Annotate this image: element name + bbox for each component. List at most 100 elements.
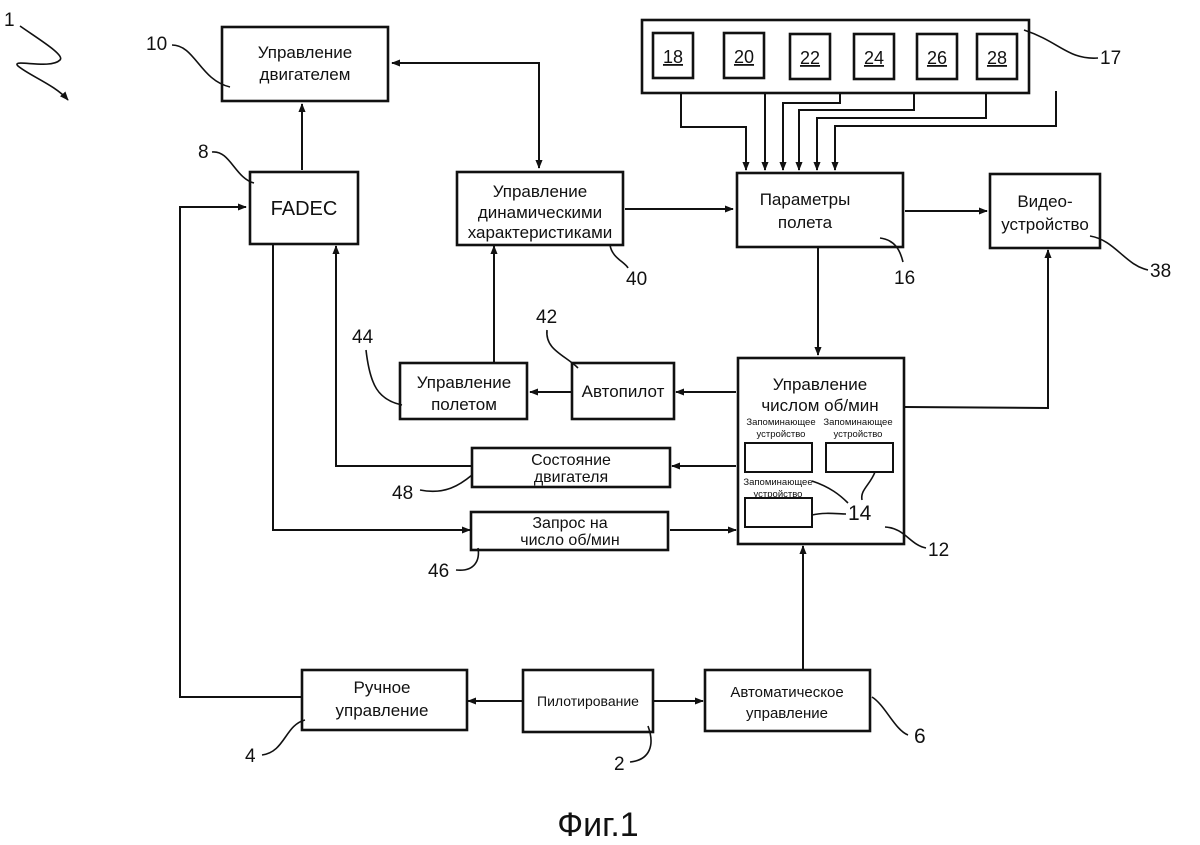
sensor-label-24: 24 [864,48,884,68]
figure-label: Фиг.1 [557,806,638,844]
ref-label-flight-params: 16 [894,268,915,289]
leader-flight-params [879,237,904,263]
dynamics-label-1: Управление [493,182,588,201]
flight-params-label-2: полета [778,213,833,232]
leader-manual-control [261,719,306,756]
memory-2-label-2: устройство [834,429,883,440]
ref-label-engine-control: 10 [146,34,167,55]
sensor-box-24 [852,32,896,81]
engine-control-label-2: двигателем [260,65,351,84]
system-squiggle-arrow [16,25,69,101]
leader-video [1089,235,1149,271]
leader-sensor-group [1023,29,1099,59]
leader-memory-1 [811,480,849,504]
block-flight-control: Управление полетом [398,361,529,421]
leader-memory-2 [860,471,876,501]
leader-engine-state [419,474,473,493]
ref-label-piloting: 2 [614,754,625,775]
wire-sensor-26 [813,91,987,171]
rpm-control-label-1: Управление [773,375,868,394]
wire-dynamics-to-engine-control [391,59,540,168]
wire-engine-state-to-fadec [332,245,472,467]
rpm-control-label-2: числом об/мин [761,396,878,415]
connections [179,59,1057,705]
engine-control-label-1: Управление [258,43,353,62]
video-label-1: Видео- [1017,192,1072,211]
engine-state-label-1: Состояние [531,452,611,469]
autopilot-label: Автопилот [582,382,665,401]
wire-sensor-18 [680,91,750,171]
wire-sensor-22 [779,91,841,171]
sensor-box-18 [651,31,695,80]
video-label-2: устройство [1001,215,1089,234]
sensor-label-28: 28 [987,48,1007,68]
memory-3-label-1: Запоминающее [743,477,812,488]
leader-memory-3 [811,512,847,516]
leader-rpm-request [455,547,480,571]
block-fadec: FADEC [248,170,360,246]
block-engine-state: Состояние двигателя [470,446,672,489]
sensor-box-22 [788,32,832,81]
memory-box-1 [744,442,813,473]
memory-1-label-2: устройство [757,429,806,440]
wire-fadec-to-rpm-request [272,245,471,534]
block-flight-params: Параметры полета [735,171,905,249]
leader-piloting [629,725,652,763]
sensor-label-26: 26 [927,48,947,68]
wire-sensor-24 [795,91,915,171]
dynamics-label-3: характеристиками [468,223,613,242]
ref-label-rpm-request: 46 [428,561,449,582]
sensor-box-28 [975,32,1019,81]
block-auto-control: Автоматическое управление [703,668,872,733]
ref-label-memory: 14 [848,502,872,525]
auto-control-label-2: управление [746,705,828,722]
sensor-box-20 [722,31,766,80]
ref-label-manual-control: 4 [245,746,256,767]
ref-label-auto-control: 6 [914,725,926,748]
leader-flight-control [365,349,403,406]
sensor-label-22: 22 [800,48,820,68]
sensor-group: 18 20 22 24 26 28 [640,18,1031,95]
block-engine-control: Управление двигателем [220,25,390,103]
flight-control-label-2: полетом [431,395,497,414]
ref-label-engine-state: 48 [392,483,413,504]
block-rpm-control: Управление числом об/мин Запоминающее ус… [736,356,906,546]
rpm-request-label-1: Запрос на [532,515,607,532]
leader-engine-control [171,44,231,88]
block-autopilot: Автопилот [570,361,676,421]
block-piloting: Пилотирование [521,668,655,734]
piloting-label: Пилотирование [537,693,639,709]
block-rpm-request: Запрос на число об/мин [469,510,670,552]
fadec-label: FADEC [271,198,338,220]
ref-label-autopilot: 42 [536,307,557,328]
memory-2-label-1: Запоминающее [823,417,892,428]
wire-manual-to-fadec [179,203,302,698]
ref-label-system: 1 [4,10,15,31]
block-manual-control: Ручное управление [300,668,469,732]
rpm-request-label-2: число об/мин [520,532,619,549]
leader-dynamics [609,244,629,269]
manual-control-label-1: Ручное [354,678,411,697]
memory-box-2 [825,442,894,473]
sensor-label-20: 20 [734,47,754,67]
flight-params-label-1: Параметры [760,190,851,209]
memory-1-label-1: Запоминающее [746,417,815,428]
sensor-box-26 [915,32,959,81]
wire-rpm-to-video [904,249,1052,410]
ref-label-fadec: 8 [198,142,209,163]
leader-rpm-control [884,526,927,549]
block-dynamics-control: Управление динамическими характеристикам… [455,170,625,247]
block-video-device: Видео- устройство [988,172,1102,250]
engine-state-label-2: двигателя [534,469,608,486]
leader-autopilot [546,329,579,369]
ref-label-sensor-group: 17 [1100,48,1121,69]
memory-box-3 [744,497,813,528]
flight-control-label-1: Управление [417,373,512,392]
leader-fadec [211,151,255,184]
ref-label-rpm-control: 12 [928,540,949,561]
leader-auto-control [871,696,909,736]
dynamics-label-2: динамическими [478,203,602,222]
sensor-label-18: 18 [663,47,683,67]
wire-sensor-28 [831,91,1057,171]
